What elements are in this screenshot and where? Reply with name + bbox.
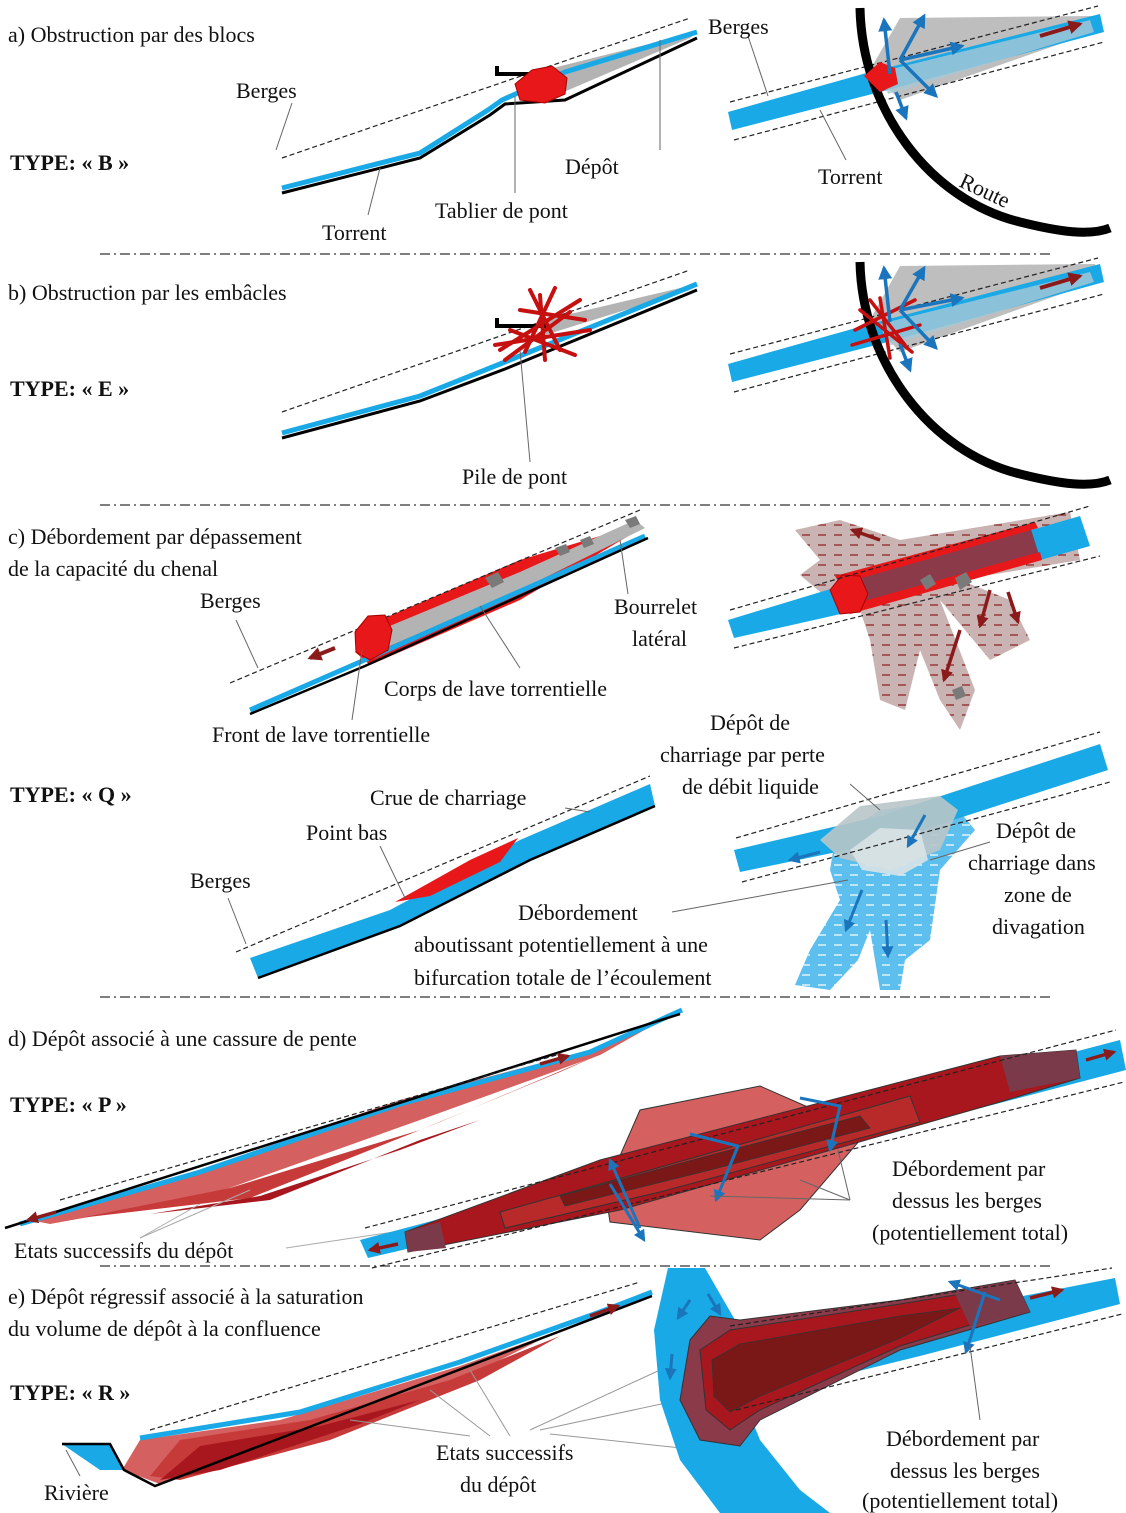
label-debord-d-1: Débordement par	[892, 1156, 1046, 1181]
label-riviere: Rivière	[44, 1480, 109, 1505]
deposit-grey	[545, 32, 697, 100]
berges-dashed	[60, 1054, 560, 1200]
section-d: d) Dépôt associé à une cassure de pente …	[5, 1010, 1126, 1268]
section-e-title-line2: du volume de dépôt à la confluence	[8, 1316, 321, 1341]
leader-point-bas	[380, 846, 405, 898]
flow-arrow-icon	[310, 648, 335, 658]
berges-dashed	[282, 270, 690, 412]
section-a-type: TYPE: « B »	[10, 150, 129, 175]
label-debord-q-3: bifurcation totale de l’écoulement	[414, 965, 711, 990]
section-b-plan	[728, 258, 1110, 484]
label-depot-div-1: Dépôt de	[996, 818, 1076, 843]
label-corps: Corps de lave torrentielle	[384, 676, 607, 701]
overflow-arrow-icon	[670, 1354, 672, 1378]
label-berges-c: Berges	[200, 588, 261, 613]
leader-torrent-right	[820, 110, 846, 160]
label-front: Front de lave torrentielle	[212, 722, 430, 747]
leader-berges-a	[276, 103, 292, 150]
label-tablier: Tablier de pont	[435, 198, 568, 223]
label-debord-q-2: aboutissant potentiellement à une	[414, 932, 708, 957]
label-bourrelet-2: latéral	[632, 626, 687, 651]
leader-berges-q	[228, 898, 246, 944]
section-c-title-line2: de la capacité du chenal	[8, 556, 218, 581]
leader-corps	[480, 606, 520, 668]
label-berges-right: Berges	[708, 14, 769, 39]
leader-debord-q	[672, 880, 848, 912]
label-debord-e-2: dessus les berges	[890, 1458, 1040, 1483]
lava-body-grey	[380, 520, 645, 648]
section-e: e) Dépôt régressif associé à la saturati…	[8, 1268, 1122, 1513]
section-d-title: d) Dépôt associé à une cassure de pente	[8, 1026, 357, 1051]
section-e-plan	[654, 1268, 1122, 1513]
berges-dashed	[282, 18, 690, 158]
section-b: b) Obstruction par les embâcles TYPE: « …	[8, 258, 1110, 489]
label-etats-d: Etats successifs du dépôt	[14, 1238, 233, 1263]
leader-debord-e	[970, 1346, 980, 1420]
label-depot-perte-1: Dépôt de	[710, 710, 790, 735]
label-depot-div-4: divagation	[992, 914, 1085, 939]
leader-pile	[520, 350, 530, 462]
section-c-plan	[728, 506, 1100, 730]
section-b-profile	[282, 270, 697, 462]
section-a: a) Obstruction par des blocs TYPE: « B »…	[8, 6, 1110, 245]
section-b-type: TYPE: « E »	[10, 376, 129, 401]
section-e-title-line1: e) Dépôt régressif associé à la saturati…	[8, 1284, 364, 1309]
label-torrent-left: Torrent	[322, 220, 386, 245]
section-c-title-line1: c) Débordement par dépassement	[8, 524, 302, 549]
label-torrent-right: Torrent	[818, 164, 882, 189]
label-etats-e-1: Etats successifs	[436, 1440, 573, 1465]
section-e-type: TYPE: « R »	[10, 1380, 130, 1405]
section-b-title: b) Obstruction par les embâcles	[8, 280, 287, 305]
water-line	[140, 1292, 652, 1438]
label-depot: Dépôt	[565, 154, 619, 179]
label-bourrelet-1: Bourrelet	[614, 594, 697, 619]
blocks-red	[515, 66, 567, 103]
deposit-tip	[1000, 1050, 1080, 1092]
label-depot-perte-3: de débit liquide	[682, 774, 819, 799]
label-berges-left: Berges	[236, 78, 297, 103]
label-debord-d-3: (potentiellement total)	[872, 1220, 1068, 1245]
flow-arrow-icon	[886, 920, 888, 956]
section-a-profile	[276, 18, 697, 215]
label-depot-perte-2: charriage par perte	[660, 742, 825, 767]
river-water	[62, 1444, 124, 1470]
section-a-plan	[728, 6, 1110, 232]
label-depot-div-2: charriage dans	[968, 850, 1096, 875]
section-d-type: TYPE: « P »	[10, 1092, 127, 1117]
label-berges-q: Berges	[190, 868, 251, 893]
section-q-type: TYPE: « Q »	[10, 782, 132, 807]
label-debord-q-1: Débordement	[518, 900, 638, 925]
leader-torrent-a	[368, 168, 380, 215]
label-debord-e-1: Débordement par	[886, 1426, 1040, 1451]
section-e-profile	[62, 1282, 700, 1486]
label-depot-div-3: zone de	[1004, 882, 1072, 907]
label-crue: Crue de charriage	[370, 785, 526, 810]
leader-berges-right	[748, 36, 768, 96]
section-q: TYPE: « Q » Crue de charriage Point bas …	[10, 710, 1110, 990]
section-a-title: a) Obstruction par des blocs	[8, 22, 255, 47]
label-point-bas: Point bas	[306, 820, 387, 845]
label-pile: Pile de pont	[462, 464, 567, 489]
leader-berges-c	[236, 620, 258, 668]
section-c: c) Débordement par dépassement de la cap…	[8, 506, 1100, 747]
leader-front	[352, 650, 362, 720]
label-etats-e-2: du dépôt	[460, 1472, 536, 1497]
label-debord-d-2: dessus les berges	[892, 1188, 1042, 1213]
label-debord-e-3: (potentiellement total)	[862, 1488, 1058, 1513]
